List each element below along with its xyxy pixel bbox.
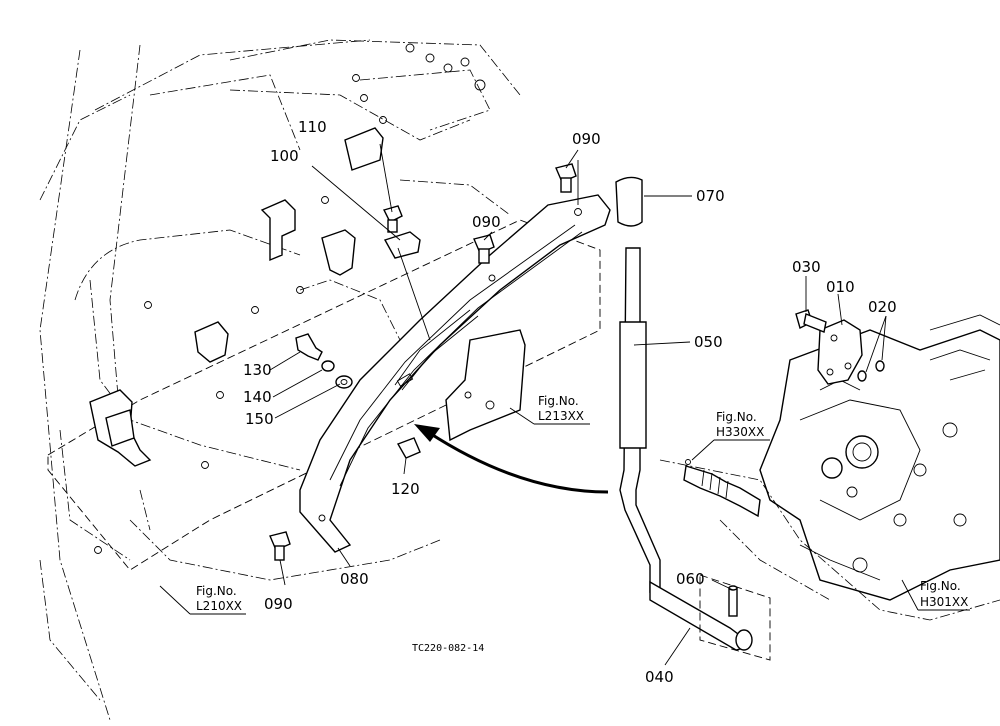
clip-100: [383, 231, 421, 259]
knob-130: [295, 333, 323, 361]
fig-ref-h330-prefix: Fig.No.: [716, 410, 757, 424]
part-label-040: 040: [645, 668, 674, 686]
frame-holes: [94, 43, 486, 554]
part-label-130: 130: [243, 361, 272, 379]
part-label-110: 110: [298, 118, 327, 136]
fig-ref-l210-code: L210XX: [196, 599, 242, 613]
bolt-110: [382, 205, 403, 233]
part-label-100: 100: [270, 147, 299, 165]
valve-housing: [759, 314, 1000, 601]
control-spool: [683, 459, 761, 518]
figure-refs: Fig.No. L213XX Fig.No. H330XX Fig.No. L2…: [196, 394, 968, 613]
fig-ref-h330-code: H330XX: [716, 425, 764, 439]
pin-060: [728, 585, 738, 617]
part-label-050: 050: [694, 333, 723, 351]
fig-ref-h301-code: H301XX: [920, 595, 968, 609]
fig-ref-l213-prefix: Fig.No.: [538, 394, 579, 408]
side-plate: [445, 329, 526, 442]
drawing-code: TC220-082-14: [412, 643, 484, 654]
part-label-010: 010: [826, 278, 855, 296]
leader-lines: [159, 143, 970, 666]
reference-box: [47, 219, 601, 571]
bolt-090-top: [555, 163, 577, 193]
washer-150: [335, 375, 353, 389]
part-labels: 010 020 030 040 050 060 070 080 090 090 …: [243, 118, 897, 686]
part-label-140: 140: [243, 388, 272, 406]
assembly-arrow: [414, 424, 609, 494]
fig-ref-l210-prefix: Fig.No.: [196, 584, 237, 598]
part-label-080: 080: [340, 570, 369, 588]
shift-guide-bracket: [299, 194, 611, 553]
o-ring-020a: [857, 370, 867, 382]
frame-outline: [39, 39, 521, 721]
pin-guide-box: [699, 574, 771, 661]
part-label-020: 020: [868, 298, 897, 316]
bolt-030: [795, 309, 827, 333]
frame-brackets: [89, 127, 384, 467]
bolt-090-mid: [473, 234, 495, 264]
washer-140: [321, 360, 335, 372]
part-label-060: 060: [676, 570, 705, 588]
part-label-090-mid: 090: [472, 213, 501, 231]
part-label-070: 070: [696, 187, 725, 205]
part-label-120: 120: [391, 480, 420, 498]
o-ring-020b: [875, 360, 885, 372]
part-label-090-bottom: 090: [264, 595, 293, 613]
part-label-090-top: 090: [572, 130, 601, 148]
part-label-030: 030: [792, 258, 821, 276]
sleeve-050: [619, 321, 647, 449]
fig-ref-l213-code: L213XX: [538, 409, 584, 423]
lever-grip-070: [615, 176, 643, 227]
fig-ref-h301-prefix: Fig.No.: [920, 579, 961, 593]
housing-outline: [659, 459, 1000, 621]
part-label-150: 150: [245, 410, 274, 428]
nut-120: [396, 437, 421, 459]
bolt-090-bottom: [269, 531, 291, 561]
cover-plate-010: [817, 319, 863, 385]
